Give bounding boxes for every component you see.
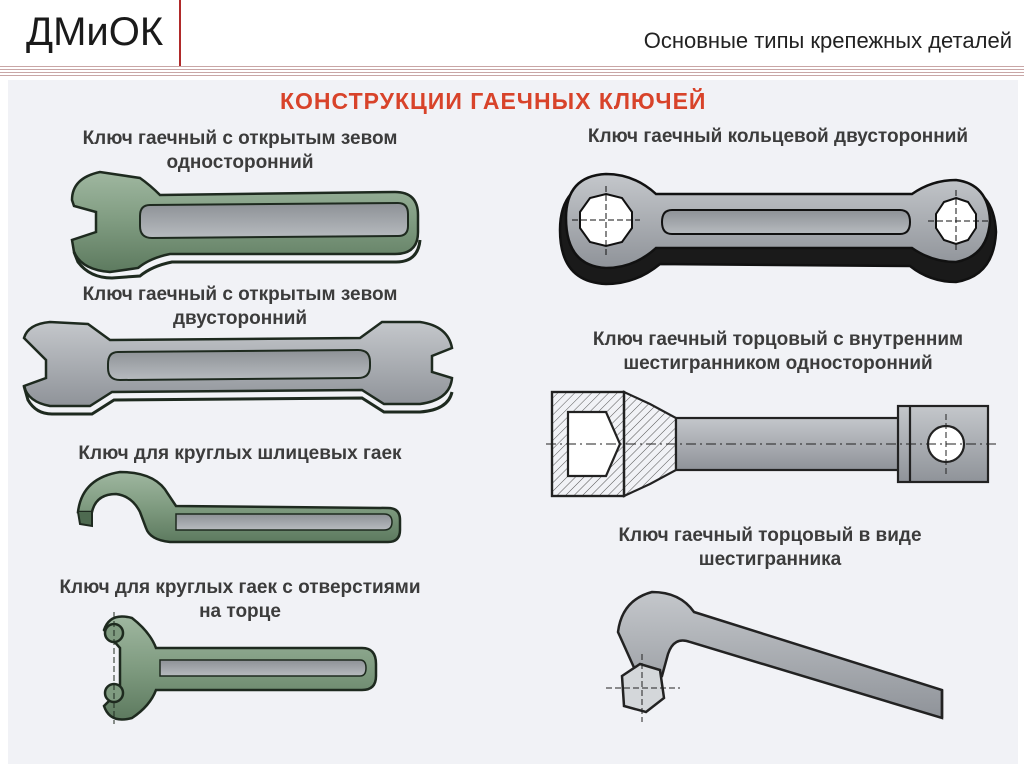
caption-slotted: Ключ для круглых шлицевых гаек (40, 442, 440, 466)
caption-ring-double: Ключ гаечный кольцевой двусторонний (548, 125, 1008, 149)
caption-hex-key-line2: шестигранника (698, 549, 842, 570)
caption-open-single-line1: Ключ гаечный с открытым зевом (82, 128, 398, 149)
slide-subtitle: Основные типы крепежных деталей (643, 28, 1012, 53)
slide-header: ДМиОК Основные типы крепежных деталей (0, 0, 1024, 68)
socket-hex-wrench (546, 390, 1000, 498)
caption-socket-hex-line1: Ключ гаечный торцовый с внутренним (592, 329, 964, 350)
ring-double-wrench (558, 172, 998, 286)
caption-open-double-line1: Ключ гаечный с открытым зевом (82, 284, 398, 305)
hook-spanner-wrench (76, 470, 402, 544)
hex-key-wrench (606, 590, 944, 722)
header-stripes (0, 66, 1024, 78)
pin-spanner-wrench (102, 612, 378, 724)
caption-open-single: Ключ гаечный с открытым зевом односторон… (40, 127, 440, 175)
brand-title: ДМиОК (26, 10, 164, 54)
caption-ring-double-line1: Ключ гаечный кольцевой двусторонний (587, 126, 969, 147)
caption-open-double: Ключ гаечный с открытым зевом двусторонн… (40, 283, 440, 331)
header-divider (179, 0, 181, 68)
caption-socket-hex-line2: шестигранником односторонний (623, 353, 933, 374)
caption-hex-key-line1: Ключ гаечный торцовый в виде (618, 525, 922, 546)
caption-face-holes-line2: на торце (199, 601, 281, 622)
caption-face-holes: Ключ для круглых гаек с отверстиями на т… (20, 576, 460, 624)
caption-open-double-line2: двусторонний (172, 308, 308, 329)
caption-face-holes-line1: Ключ для круглых гаек с отверстиями (59, 577, 421, 598)
open-end-single-wrench (70, 170, 422, 280)
caption-open-single-line2: односторонний (166, 152, 314, 173)
caption-slotted-line1: Ключ для круглых шлицевых гаек (78, 443, 402, 464)
open-end-double-wrench (22, 320, 454, 416)
caption-hex-key: Ключ гаечный торцовый в виде шестигранни… (560, 524, 980, 572)
caption-socket-hex: Ключ гаечный торцовый с внутренним шести… (548, 328, 1008, 376)
slide-title: КОНСТРУКЦИИ ГАЕЧНЫХ КЛЮЧЕЙ (280, 88, 707, 114)
